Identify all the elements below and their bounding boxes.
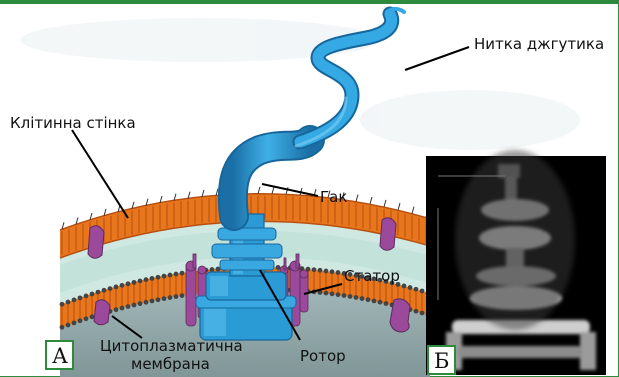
label-membrane-line1: Цитоплазматична — [100, 337, 243, 355]
panel-a-letter: А — [52, 344, 68, 368]
label-rotor: Ротор — [300, 347, 346, 365]
p-ring — [212, 244, 282, 258]
wall-protein-left — [88, 226, 104, 259]
label-stator: Статор — [344, 267, 400, 285]
panel-b-letter: Б — [434, 349, 449, 373]
label-membrane-line2: мембрана — [131, 355, 210, 373]
wall-protein-right — [380, 218, 396, 251]
label-filament: Нитка джгутика — [474, 35, 604, 53]
membrane-protein-left — [94, 300, 110, 325]
l-ring — [218, 228, 276, 240]
label-hook: Гак — [320, 188, 347, 206]
top-border — [0, 0, 619, 4]
membrane-protein-right — [390, 299, 410, 332]
panel-b-em-image — [426, 150, 606, 375]
label-cell-wall: Клітинна стінка — [10, 114, 136, 132]
leader-filament — [405, 47, 469, 70]
leader-cell-wall — [72, 130, 128, 218]
